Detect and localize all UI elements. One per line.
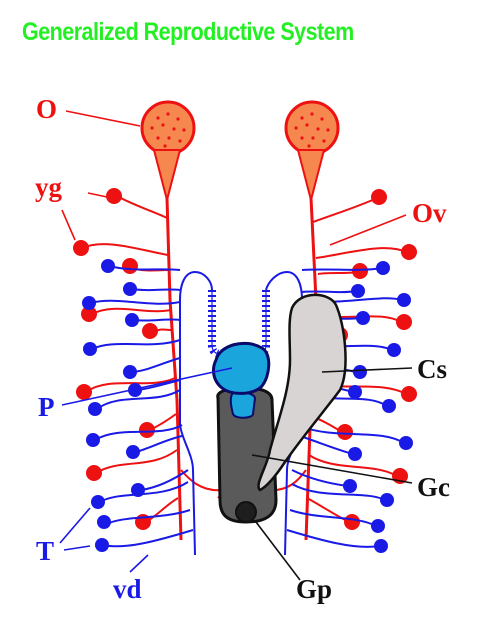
label-vas-deferens: vd [113,574,142,604]
label-yolk-gland: yg [35,172,63,202]
label-testes: T [36,536,54,566]
label-genital-pore: Gp [296,574,332,604]
leader-O [65,110,141,127]
yolk-gland-dots-left [73,188,158,530]
leader-Gp [255,521,301,581]
label-oviduct: Ov [412,198,447,228]
leader-vd [129,554,149,573]
page-title: Generalized Reproductive System [22,18,354,46]
leader-Cs [321,367,413,373]
leader-Gc [251,454,413,484]
leader-yg-2 [61,209,76,241]
leader-P [61,367,233,406]
penis [212,341,271,395]
label-copulatory-sac: Cs [417,354,447,384]
penis-bulb [229,390,257,419]
leader-Ov [329,214,407,246]
ovary-right [284,100,340,204]
label-penis: P [38,392,55,422]
label-genital-cavity: Gc [417,472,450,502]
ovary-left [140,100,196,204]
label-ovary: O [36,94,57,124]
vas-deferens-left [179,270,213,556]
testes-dots-left [82,259,145,552]
oviduct-left [165,197,183,541]
genital-pore [235,501,257,523]
leader-yg [87,192,108,198]
leader-T-2 [63,545,91,551]
copulatory-sac [257,293,347,492]
leader-T [59,507,91,544]
testes-ducts-left [90,265,194,548]
coiled-duct-left [208,290,230,358]
testes-dots-right [343,261,413,553]
